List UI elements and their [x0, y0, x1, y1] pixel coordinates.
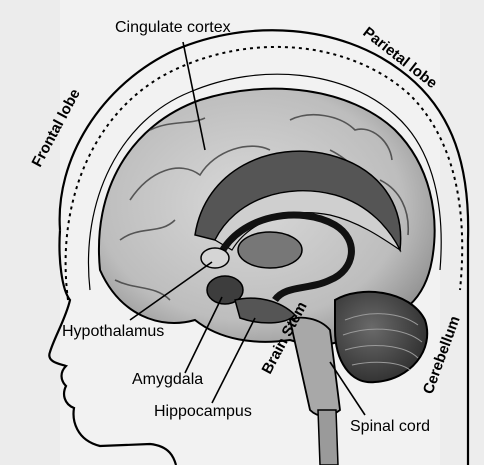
label-spinal-cord: Spinal cord — [350, 418, 430, 435]
thalamus — [238, 232, 302, 268]
hypothalamus — [201, 248, 229, 268]
cerebellum — [335, 292, 427, 382]
label-amygdala: Amygdala — [132, 371, 203, 388]
label-hippocampus: Hippocampus — [154, 403, 252, 420]
label-hypothalamus: Hypothalamus — [62, 323, 164, 340]
spinal-cord — [318, 410, 338, 465]
label-cingulate-cortex: Cingulate cortex — [115, 19, 231, 36]
label-parietal-lobe: Parietal lobe — [360, 24, 441, 92]
